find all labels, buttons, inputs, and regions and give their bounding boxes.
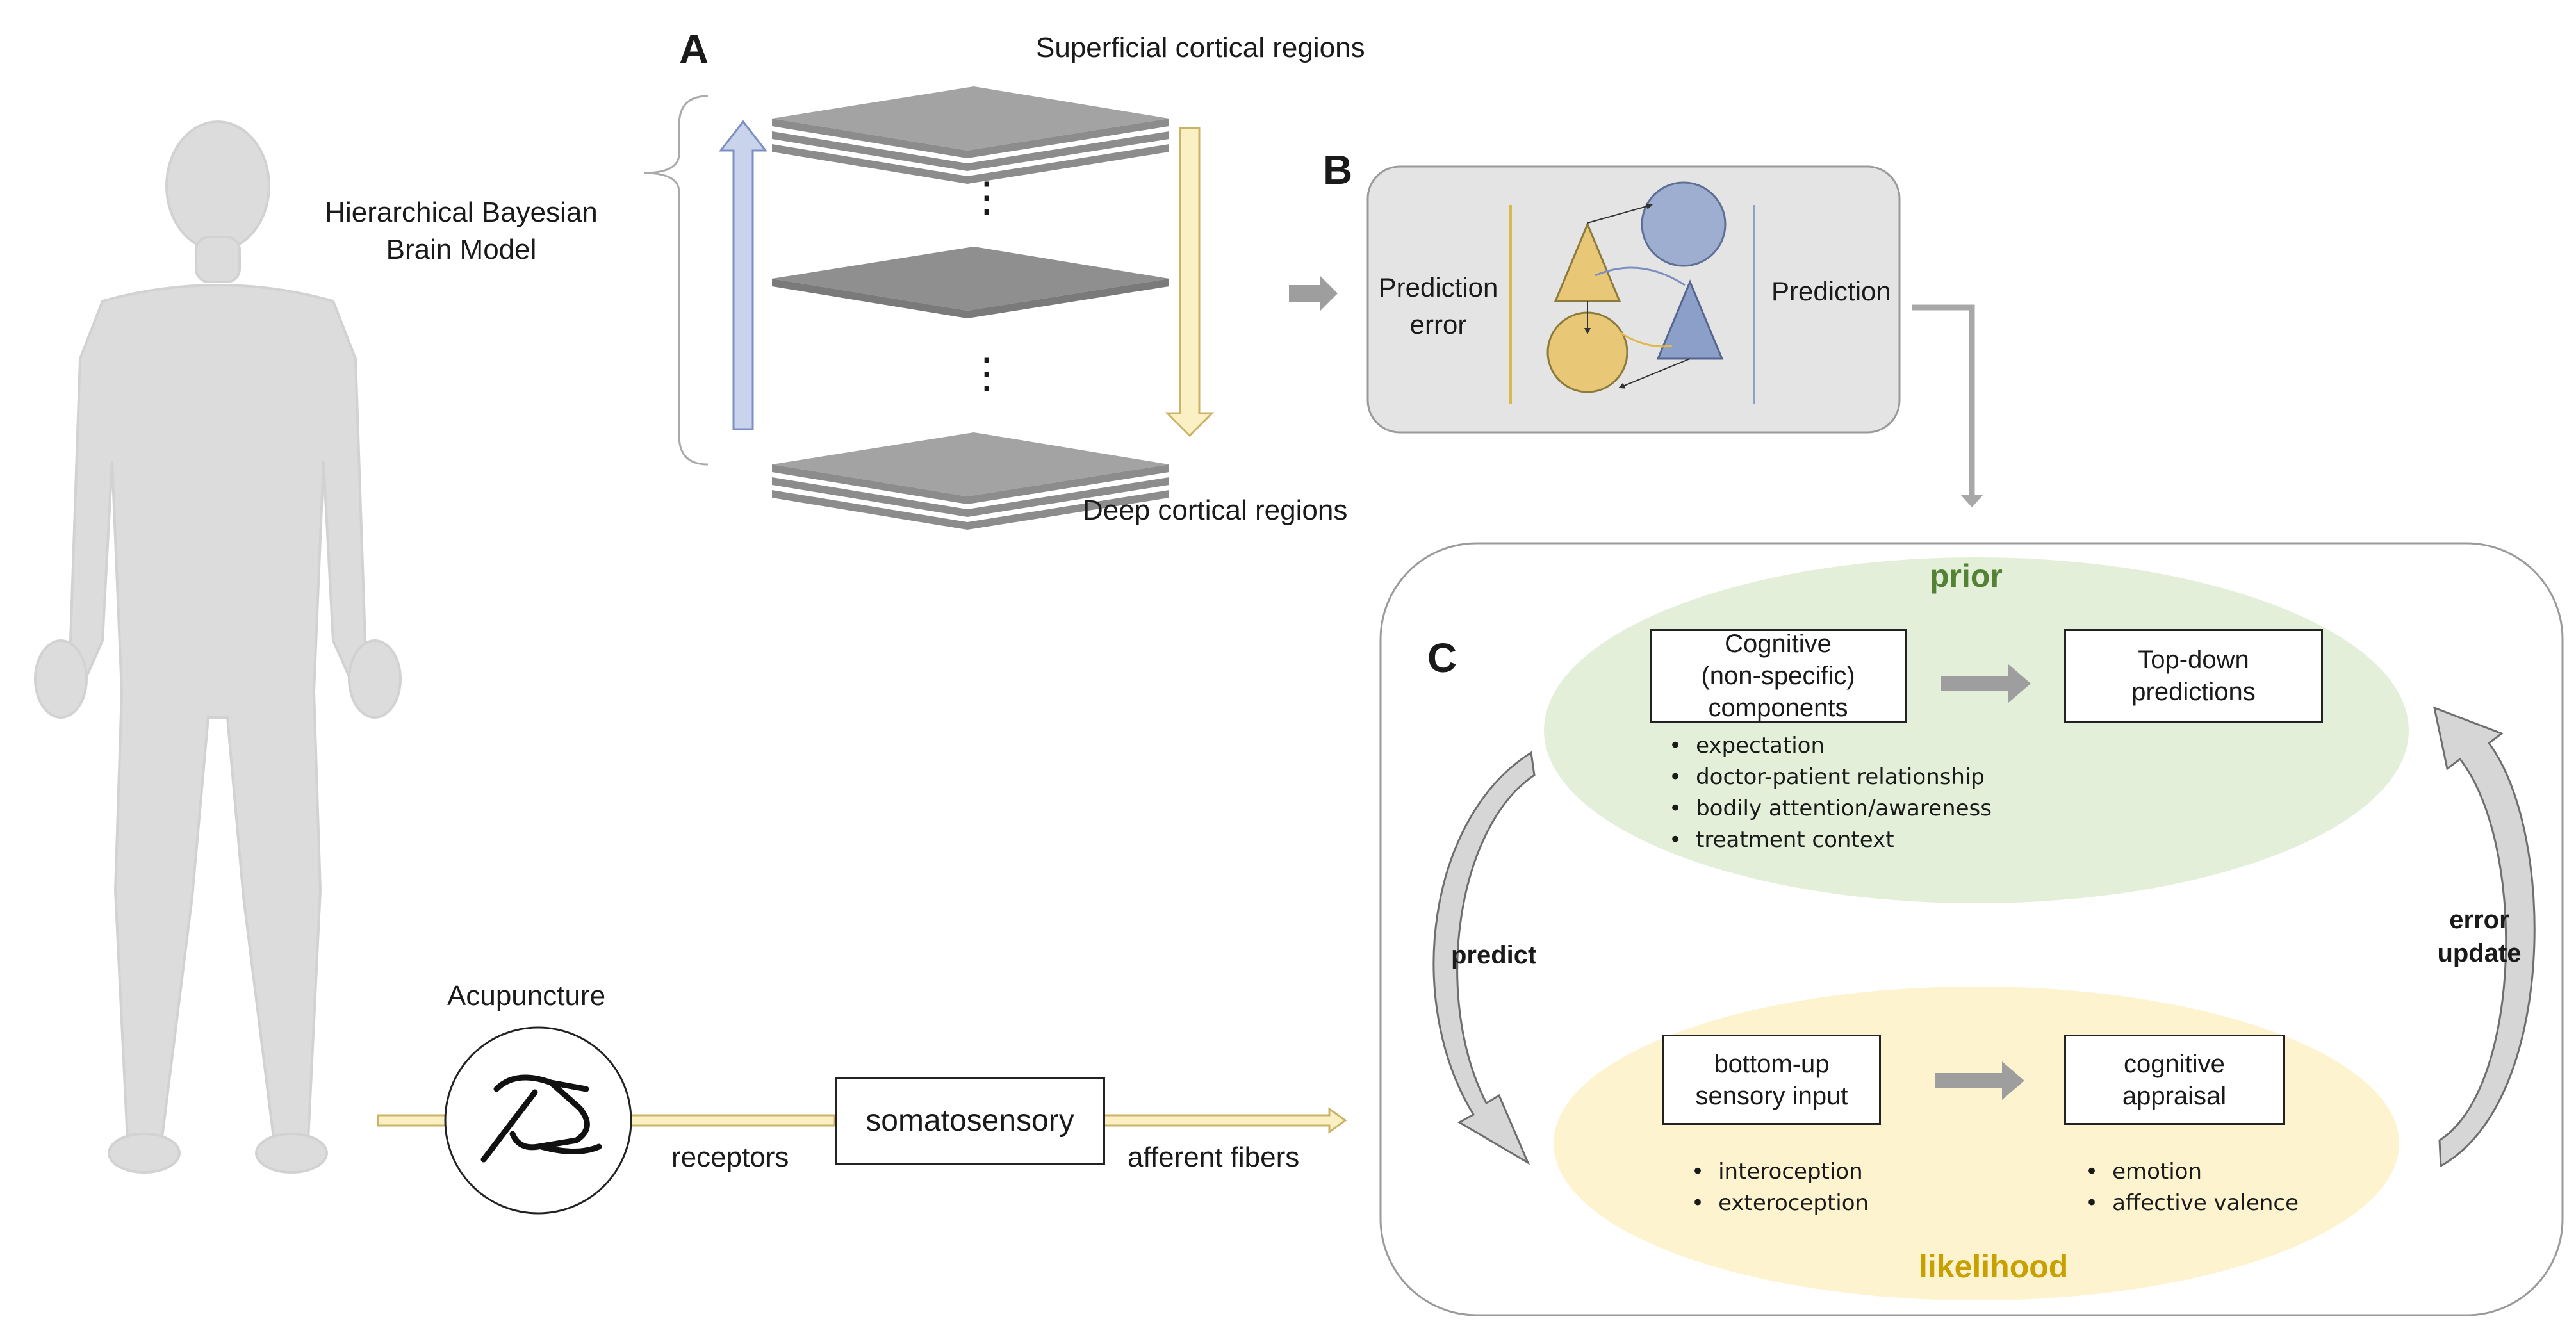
ellipsis-upper: ⋮: [966, 174, 1007, 220]
error-update-line1: error: [2449, 906, 2509, 934]
cognitive-bullets: expectation doctor-patient relationship …: [1669, 730, 1992, 856]
a-to-b-arrow: [1289, 275, 1338, 311]
topdown-line1: Top-down: [2138, 646, 2249, 674]
appraisal-bullets: emotion affective valence: [2085, 1156, 2299, 1219]
panel-b-box: [1366, 165, 1901, 434]
needle-hand-icon: [480, 1074, 602, 1163]
model-label: Hierarchical Bayesian Brain Model: [314, 194, 609, 268]
ellipsis-lower: ⋮: [966, 350, 1007, 396]
appraisal-line2: appraisal: [2122, 1081, 2227, 1110]
error-update-arrow: [2432, 706, 2536, 1168]
human-figure-icon: [34, 120, 402, 1174]
deep-slab-stack: [772, 432, 1169, 530]
list-item: exteroception: [1691, 1188, 1869, 1219]
pathway-fiber-left: [377, 1114, 450, 1127]
model-label-line2: Brain Model: [386, 234, 537, 265]
panel-letter-a: A: [679, 26, 709, 72]
list-item: doctor-patient relationship: [1669, 762, 1992, 793]
somatosensory-box: somatosensory: [835, 1077, 1105, 1165]
bottomup-bullets: interoception exteroception: [1691, 1156, 1869, 1219]
list-item: bodily attention/awareness: [1669, 793, 1992, 824]
list-item: affective valence: [2085, 1188, 2299, 1219]
b-to-c-connector: [1912, 304, 1975, 495]
deep-label: Deep cortical regions: [1083, 495, 1348, 526]
prediction-label: Prediction: [1771, 276, 1891, 306]
error-update-line2: update: [2437, 939, 2522, 967]
hierarchy-brace: [643, 95, 709, 466]
predict-label: predict: [1451, 941, 1537, 969]
top-down-predictions-box: Top-down predictions: [2064, 629, 2323, 723]
topdown-line2: predictions: [2131, 678, 2256, 706]
descending-arrow: [1165, 127, 1215, 438]
model-label-line1: Hierarchical Bayesian: [325, 197, 598, 228]
bottom-up-sensory-box: bottom-up sensory input: [1662, 1035, 1881, 1125]
afferent-fibers-label: afferent fibers: [1128, 1142, 1300, 1173]
cognitive-appraisal-box: cognitive appraisal: [2064, 1035, 2285, 1125]
list-item: emotion: [2085, 1156, 2299, 1188]
predict-arrow: [1432, 751, 1536, 1165]
likelihood-inner-arrow: [1935, 1061, 2024, 1100]
cognitive-line1: Cognitive: [1725, 630, 1832, 658]
prediction-error-line1: Prediction: [1378, 272, 1498, 302]
superficial-label: Superficial cortical regions: [1036, 32, 1365, 63]
predictive-network-icon: [1546, 181, 1727, 393]
panel-letter-b: B: [1323, 147, 1353, 193]
likelihood-title: likelihood: [1919, 1249, 2069, 1284]
appraisal-line1: cognitive: [2124, 1049, 2225, 1078]
prediction-error-label: Prediction error: [1374, 269, 1502, 343]
list-item: expectation: [1669, 730, 1992, 762]
prior-title: prior: [1930, 558, 2003, 594]
middle-slab: [772, 247, 1169, 318]
cognitive-line3: components: [1708, 694, 1848, 722]
bottomup-line1: bottom-up: [1714, 1049, 1830, 1078]
list-item: treatment context: [1669, 824, 1992, 856]
panel-letter-c: C: [1427, 635, 1457, 681]
list-item: interoception: [1691, 1156, 1869, 1188]
ascending-arrow: [718, 120, 768, 430]
prior-inner-arrow: [1941, 664, 2031, 703]
acupuncture-circle: [444, 1026, 632, 1215]
superficial-slab-stack: [772, 86, 1169, 184]
pathway-fiber-right: [1102, 1107, 1347, 1134]
pathway-fiber-middle: [630, 1114, 836, 1127]
receptors-label: receptors: [671, 1142, 789, 1173]
cognitive-line2: (non-specific): [1701, 662, 1855, 690]
prediction-error-line2: error: [1409, 309, 1467, 340]
cognitive-components-box: Cognitive (non-specific) components: [1650, 629, 1907, 723]
error-update-label: error update: [2431, 903, 2527, 970]
bottomup-line2: sensory input: [1695, 1081, 1848, 1110]
acupuncture-label: Acupuncture: [447, 980, 606, 1011]
